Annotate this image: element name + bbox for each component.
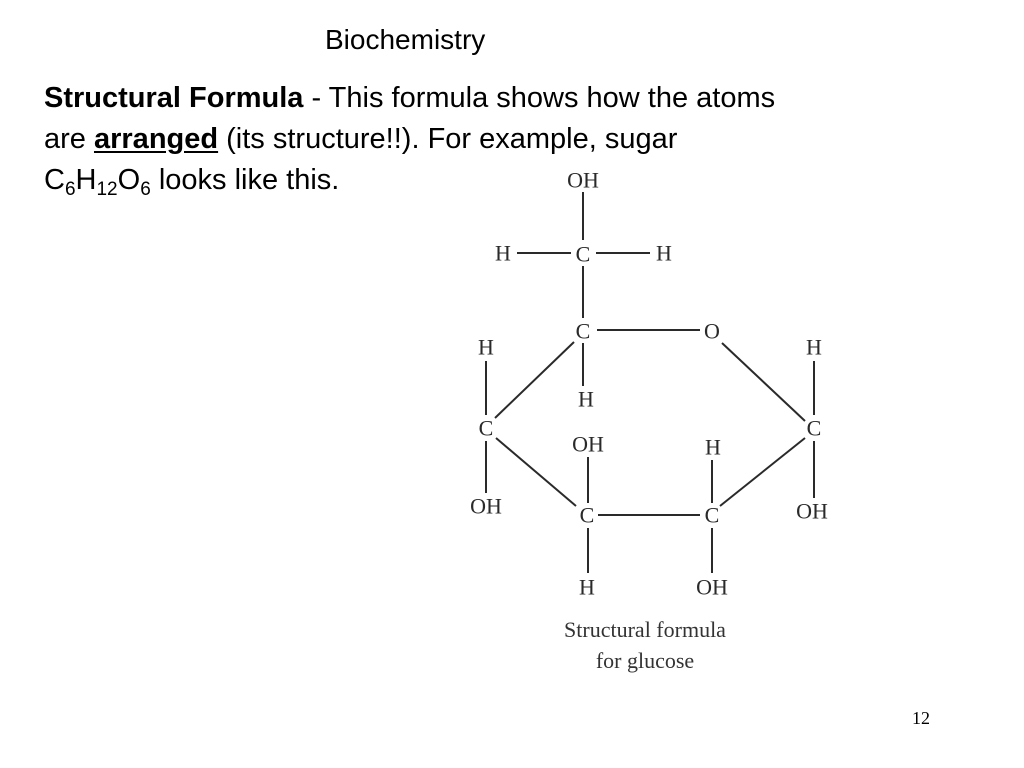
body-line-2-start: are bbox=[44, 123, 94, 155]
caption-line-2: for glucose bbox=[595, 648, 695, 673]
formula-c: C bbox=[44, 164, 65, 196]
bonds bbox=[485, 192, 815, 573]
body-line-3-rest: looks like this. bbox=[150, 164, 340, 196]
bond-c5-c4 bbox=[494, 341, 575, 419]
emphasis-arranged: arranged bbox=[93, 123, 219, 155]
atom-oh-c2: OH bbox=[696, 575, 728, 600]
atom-h-c3: H bbox=[579, 575, 595, 600]
page-number: 12 bbox=[912, 708, 930, 728]
formula-o: O bbox=[117, 164, 141, 196]
formula-h-count: 12 bbox=[96, 179, 118, 200]
atom-h-c2: H bbox=[705, 435, 721, 460]
atom-h-c6-left: H bbox=[495, 241, 511, 266]
formula-o-count: 6 bbox=[140, 179, 151, 200]
slide-title: Biochemistry bbox=[325, 24, 486, 55]
atom-oh-top: OH bbox=[567, 168, 599, 193]
atom-oh-c1: OH bbox=[796, 499, 828, 524]
formula-c-count: 6 bbox=[64, 179, 76, 200]
body-line-1-rest: - This formula shows how the atoms bbox=[303, 82, 776, 114]
atom-h-c1: H bbox=[806, 335, 822, 360]
atom-c6: C bbox=[576, 242, 591, 267]
atom-h-c6-right: H bbox=[656, 241, 672, 266]
diagram-caption: Structural formula for glucose bbox=[520, 614, 770, 676]
atom-c5: C bbox=[576, 319, 591, 344]
formula-h: H bbox=[75, 164, 97, 196]
body-line-1: Structural Formula - This formula shows … bbox=[44, 78, 944, 119]
caption-line-1: Structural formula bbox=[564, 617, 726, 642]
atom-h-c4: H bbox=[478, 335, 494, 360]
atom-c2: C bbox=[705, 503, 720, 528]
atom-o-ring: O bbox=[704, 319, 720, 344]
body-text: Structural Formula - This formula shows … bbox=[44, 78, 944, 201]
atom-h-c5: H bbox=[578, 387, 594, 412]
body-line-3: C6H12O6 looks like this. bbox=[44, 160, 944, 201]
atom-oh-c3: OH bbox=[572, 432, 604, 457]
atoms: OH H C H C O H H C OH H C OH OH C H H C … bbox=[470, 168, 828, 600]
body-line-2-rest: (its structure!!). For example, sugar bbox=[218, 123, 678, 155]
atom-oh-c4: OH bbox=[470, 494, 502, 519]
bond-c4-c3 bbox=[495, 437, 577, 507]
bond-o-c1 bbox=[721, 342, 806, 422]
body-line-2: are arranged (its structure!!). For exam… bbox=[44, 119, 944, 160]
atom-c4: C bbox=[479, 416, 494, 441]
bond-c1-c2 bbox=[719, 437, 806, 507]
term-bold: Structural Formula bbox=[44, 82, 304, 114]
atom-c1: C bbox=[807, 416, 822, 441]
atom-c3: C bbox=[580, 503, 595, 528]
